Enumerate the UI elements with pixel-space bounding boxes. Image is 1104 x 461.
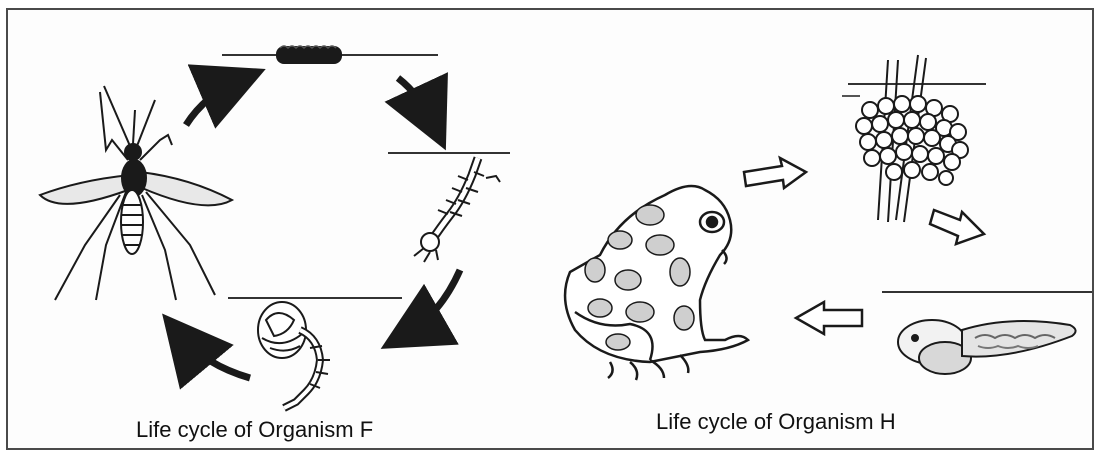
arrow-spawn-to-tadpole [930, 210, 984, 244]
caption-organism-f: Life cycle of Organism F [136, 417, 373, 443]
tadpole-icon [882, 292, 1092, 374]
arrow-pupa-to-adult [180, 335, 250, 378]
pupa-icon [228, 298, 402, 408]
frog-spawn-icon [842, 55, 986, 222]
frog-adult-icon [565, 186, 748, 380]
arrow-larva-to-pupa [405, 270, 460, 335]
arrow-eggs-to-larva [398, 78, 434, 125]
mosquito-adult-icon [40, 86, 232, 300]
f-cycle-arrows [180, 78, 460, 378]
arrow-tadpole-to-frog [796, 302, 862, 334]
arrow-frog-to-spawn [744, 158, 806, 188]
larva-icon [388, 153, 510, 262]
egg-raft-icon [222, 46, 438, 64]
caption-organism-h: Life cycle of Organism H [656, 409, 896, 435]
arrow-adult-to-eggs [186, 80, 240, 125]
